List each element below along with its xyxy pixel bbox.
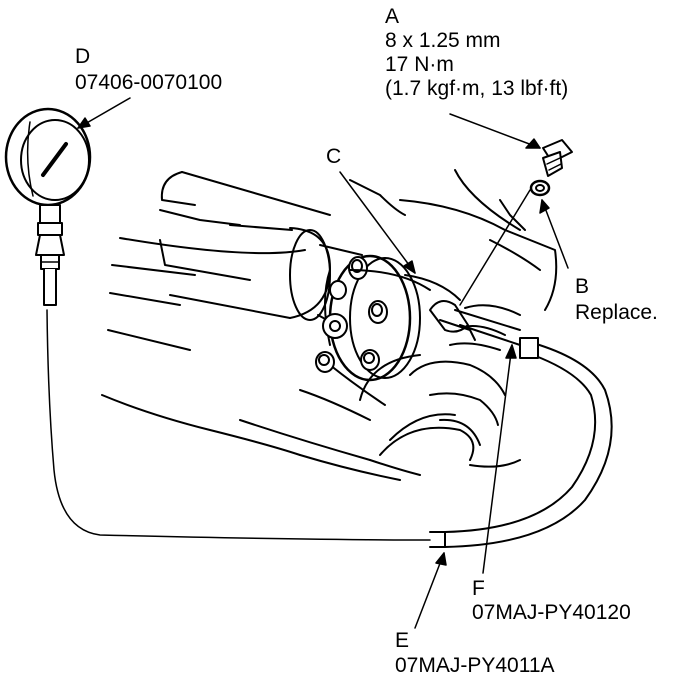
callout-f-letter: F <box>472 577 485 600</box>
callout-a-torque-alt: (1.7 kgf·m, 13 lbf·ft) <box>385 77 569 100</box>
leader-port <box>459 189 531 306</box>
callout-e-part-number: 07MAJ-PY4011A <box>395 654 555 677</box>
flange-bolts <box>315 256 388 373</box>
callout-f-part-number: 07MAJ-PY40120 <box>472 601 631 624</box>
sealing-bolt <box>542 139 573 177</box>
gauge-hose <box>46 309 446 548</box>
leader-f <box>482 344 513 574</box>
leader-a <box>449 113 541 149</box>
transmission-housing <box>101 169 558 481</box>
leader-c <box>339 171 416 274</box>
hose-fitting <box>519 337 539 359</box>
output-flange <box>315 254 461 382</box>
leader-lines <box>77 97 569 629</box>
callout-d-part-number: 07406-0070100 <box>75 71 223 94</box>
hose-e <box>444 337 613 548</box>
callout-b-note: Replace. <box>575 301 658 324</box>
adapter-f <box>429 300 521 346</box>
leader-b <box>541 199 569 269</box>
callout-e-letter: E <box>395 629 410 652</box>
callout-b-letter: B <box>575 275 590 298</box>
callout-a-thread-size: 8 x 1.25 mm <box>385 29 501 52</box>
sealing-washer <box>529 179 551 197</box>
pressure-gauge <box>4 107 92 306</box>
callout-d-letter: D <box>75 45 91 68</box>
callout-a-letter: A <box>385 5 400 28</box>
callout-a-torque-nm: 17 N·m <box>385 53 454 76</box>
callout-c-letter: C <box>326 145 342 168</box>
leader-e <box>414 552 445 629</box>
gauge-needle <box>41 142 68 177</box>
